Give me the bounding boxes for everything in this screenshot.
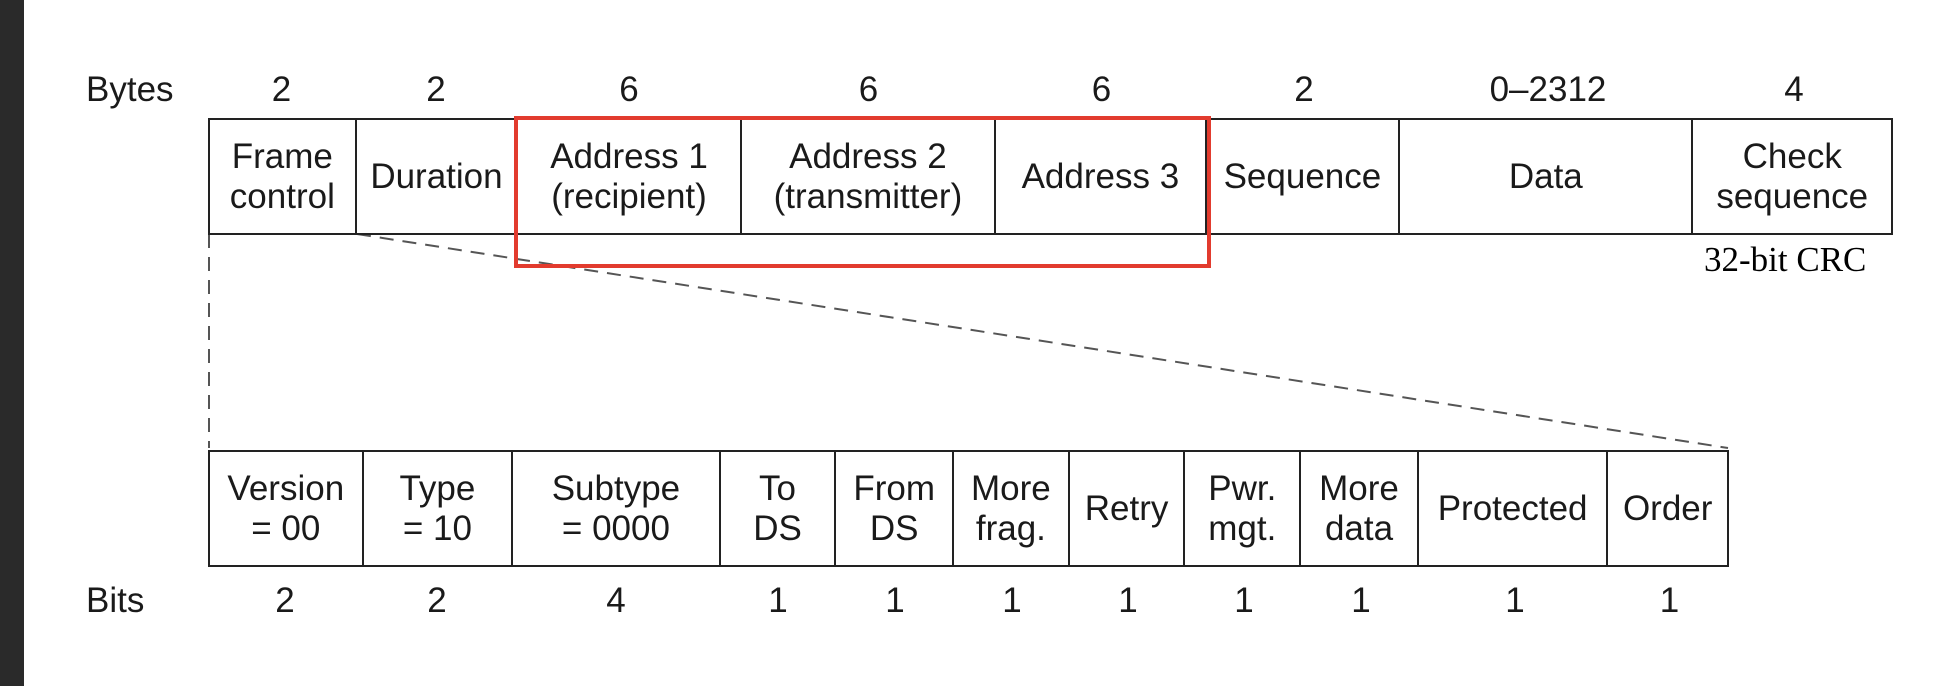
frame-field-size: 2 — [271, 70, 292, 109]
control-field: To DS — [721, 452, 837, 565]
control-field: Version = 00 — [210, 452, 364, 565]
control-field-size: 1 — [768, 581, 788, 620]
control-field: From DS — [836, 452, 955, 565]
control-field-label: Subtype = 0000 — [551, 468, 681, 548]
control-field-label: Pwr. mgt. — [1208, 468, 1277, 548]
frame-field-label: Address 3 — [1021, 156, 1180, 196]
frame-field-label: Duration — [370, 156, 503, 196]
frame-field-size: 6 — [619, 70, 639, 109]
control-field-label: Version = 00 — [227, 468, 345, 548]
control-field: More data — [1301, 452, 1419, 565]
control-field-label: Protected — [1437, 488, 1588, 528]
frame-field-label: Address 2 (transmitter) — [773, 136, 963, 216]
control-field-size: 1 — [1118, 581, 1138, 620]
frame-fields-row: Frame control Duration Address 1 (recipien… — [208, 118, 1893, 235]
control-field-label: Type = 10 — [399, 468, 476, 548]
control-field-label: From DS — [853, 468, 936, 548]
control-field: Pwr. mgt. — [1185, 452, 1302, 565]
control-field: Protected — [1419, 452, 1609, 565]
window-edge — [0, 0, 24, 686]
control-field-label: More frag. — [971, 468, 1051, 548]
control-field: Retry — [1070, 452, 1186, 565]
frame-field-size: 6 — [1091, 70, 1112, 109]
bits-label: Bits — [86, 581, 145, 620]
frame-field-label: Sequence — [1223, 156, 1382, 196]
control-field-size: 2 — [427, 581, 447, 620]
frame-field-label: Address 1 (recipient) — [550, 136, 708, 216]
control-field-size: 1 — [1505, 581, 1525, 620]
frame-field-label: Data — [1508, 156, 1583, 196]
frame-field: Check sequence — [1693, 120, 1891, 233]
control-field-size: 1 — [1351, 581, 1371, 620]
control-field-label: Order — [1622, 488, 1713, 528]
control-field-size: 4 — [606, 581, 626, 620]
control-field-label: Retry — [1084, 488, 1169, 528]
control-field-size: 1 — [1234, 581, 1254, 620]
control-field: Order — [1608, 452, 1727, 565]
frame-field: Frame control — [210, 120, 357, 233]
control-field-size: 1 — [1659, 581, 1680, 620]
frame-field: Duration — [357, 120, 519, 233]
frame-field: Sequence — [1207, 120, 1401, 233]
frame-field: Data — [1400, 120, 1694, 233]
address-fields-highlight — [514, 116, 1211, 268]
frame-field-label: Check sequence — [1716, 136, 1869, 216]
frame-field-size: 4 — [1784, 70, 1804, 109]
frame-field: Address 3 — [996, 120, 1207, 233]
control-field-size: 2 — [275, 581, 295, 620]
control-field: More frag. — [954, 452, 1070, 565]
frame-field-label: Frame control — [229, 136, 335, 216]
frame-field: Address 2 (transmitter) — [742, 120, 997, 233]
control-field-label: To DS — [753, 468, 802, 548]
crc-annotation: 32-bit CRC — [1704, 240, 1867, 279]
frame-field-size: 6 — [858, 70, 879, 109]
frame-control-fields-row: Version = 00 Type = 10 Subtype = 0000 To DS… — [208, 450, 1729, 567]
frame-field-size: 0–2312 — [1489, 70, 1607, 109]
bytes-label: Bytes — [86, 70, 174, 109]
control-field-size: 1 — [885, 581, 905, 620]
control-field: Subtype = 0000 — [513, 452, 721, 565]
frame-field-size: 2 — [426, 70, 446, 109]
control-field-size: 1 — [1002, 581, 1022, 620]
expansion-line-right — [356, 233, 1729, 449]
control-field-label: More data — [1319, 468, 1399, 548]
frame-field-size: 2 — [1294, 70, 1314, 109]
frame-field: Address 1 (recipient) — [518, 120, 742, 233]
control-field: Type = 10 — [364, 452, 514, 565]
